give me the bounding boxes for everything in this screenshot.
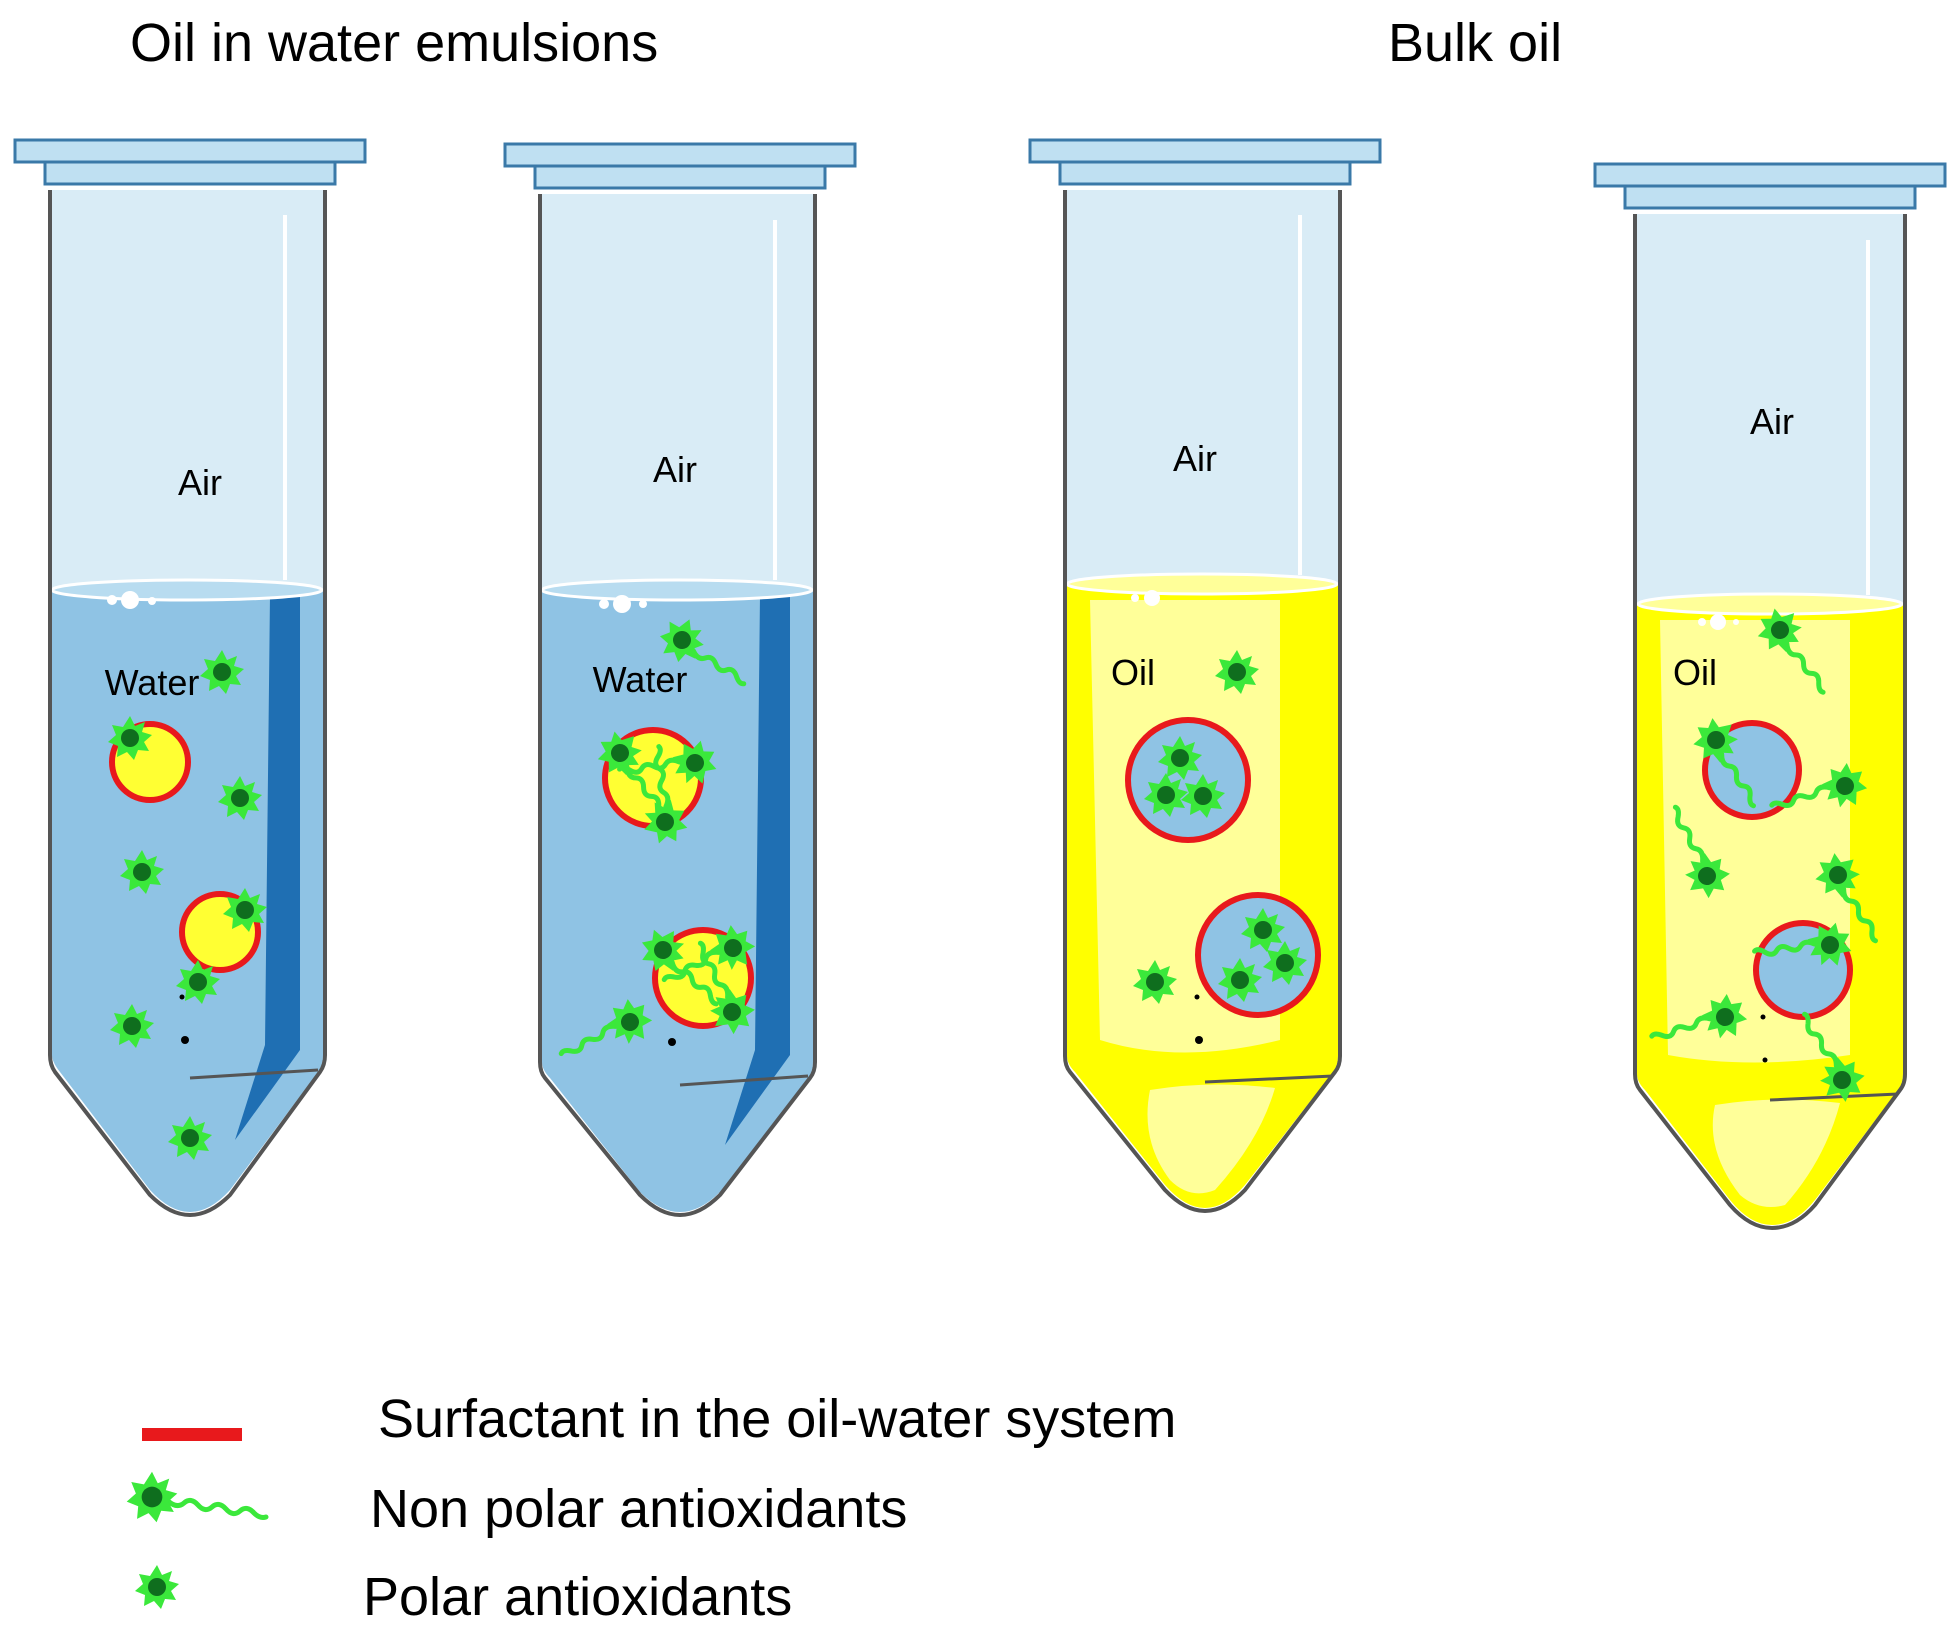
tube-1-liquid-label: Water (105, 662, 200, 703)
tube-1-cap (13, 138, 367, 186)
title-bulk-oil: Bulk oil (1388, 13, 1563, 73)
tube-4-air-label: Air (1750, 401, 1794, 442)
tube-2-cap (503, 142, 857, 190)
tube-4-liquid-label: Oil (1673, 652, 1717, 693)
legend-nonpolar-symbol (126, 1471, 269, 1523)
tube-1-air-label: Air (178, 462, 222, 503)
legend-nonpolar-label: Non polar antioxidants (370, 1479, 908, 1539)
tube-3-cap (1028, 138, 1382, 186)
tube-2-air-label: Air (653, 449, 697, 490)
tube-3: Air Oil (1028, 138, 1382, 1214)
tube-3-water-droplet (1195, 892, 1321, 1018)
tube-4: Air Oil (1593, 162, 1947, 1231)
tube-4-cap (1593, 162, 1947, 210)
legend-surfactant-label: Surfactant in the oil-water system (378, 1389, 1177, 1449)
title-oil-in-water-emulsions: Oil in water emulsions (130, 13, 659, 73)
legend-polar-label: Polar antioxidants (363, 1567, 793, 1627)
legend-polar-symbol (135, 1565, 179, 1609)
tube-3-liquid-label: Oil (1111, 652, 1155, 693)
tube-2-liquid-label: Water (593, 659, 688, 700)
tube-2: Air Water (503, 142, 857, 1218)
legend-surfactant-symbol (142, 1428, 242, 1441)
tube-3-air-label: Air (1173, 438, 1217, 479)
tube-1: Air Water (13, 138, 367, 1218)
tube-3-water-droplet (1125, 717, 1251, 843)
